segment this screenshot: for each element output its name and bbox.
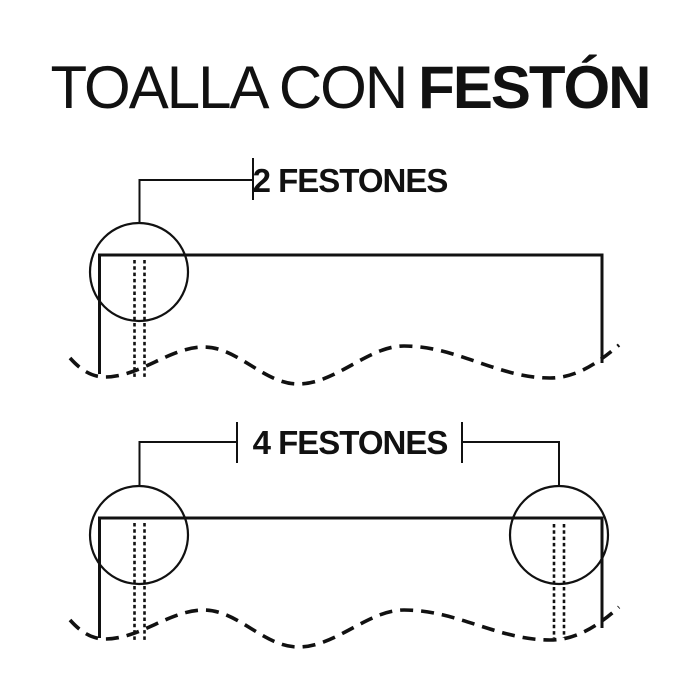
detail-circle-left bbox=[88, 484, 190, 586]
label-2-festones: 2 FESTONES bbox=[252, 162, 449, 199]
label-4-festones: 4 FESTONES bbox=[252, 424, 449, 461]
detail-circle bbox=[88, 221, 190, 323]
towel-outline bbox=[98, 253, 604, 374]
diagram-2-festones bbox=[68, 158, 621, 386]
title-bold: FESTÓN bbox=[418, 54, 651, 121]
detail-circle-right bbox=[508, 484, 610, 586]
towel-outline bbox=[98, 516, 604, 638]
callout-line bbox=[138, 179, 253, 223]
callout-line-right bbox=[462, 441, 560, 487]
title-regular: TOALLA CON bbox=[50, 54, 408, 121]
callout-line-left bbox=[138, 441, 237, 487]
scallop-edge-wave bbox=[68, 343, 621, 386]
scallop-edge-wave bbox=[68, 605, 621, 649]
diagram-4-festones bbox=[68, 422, 621, 649]
